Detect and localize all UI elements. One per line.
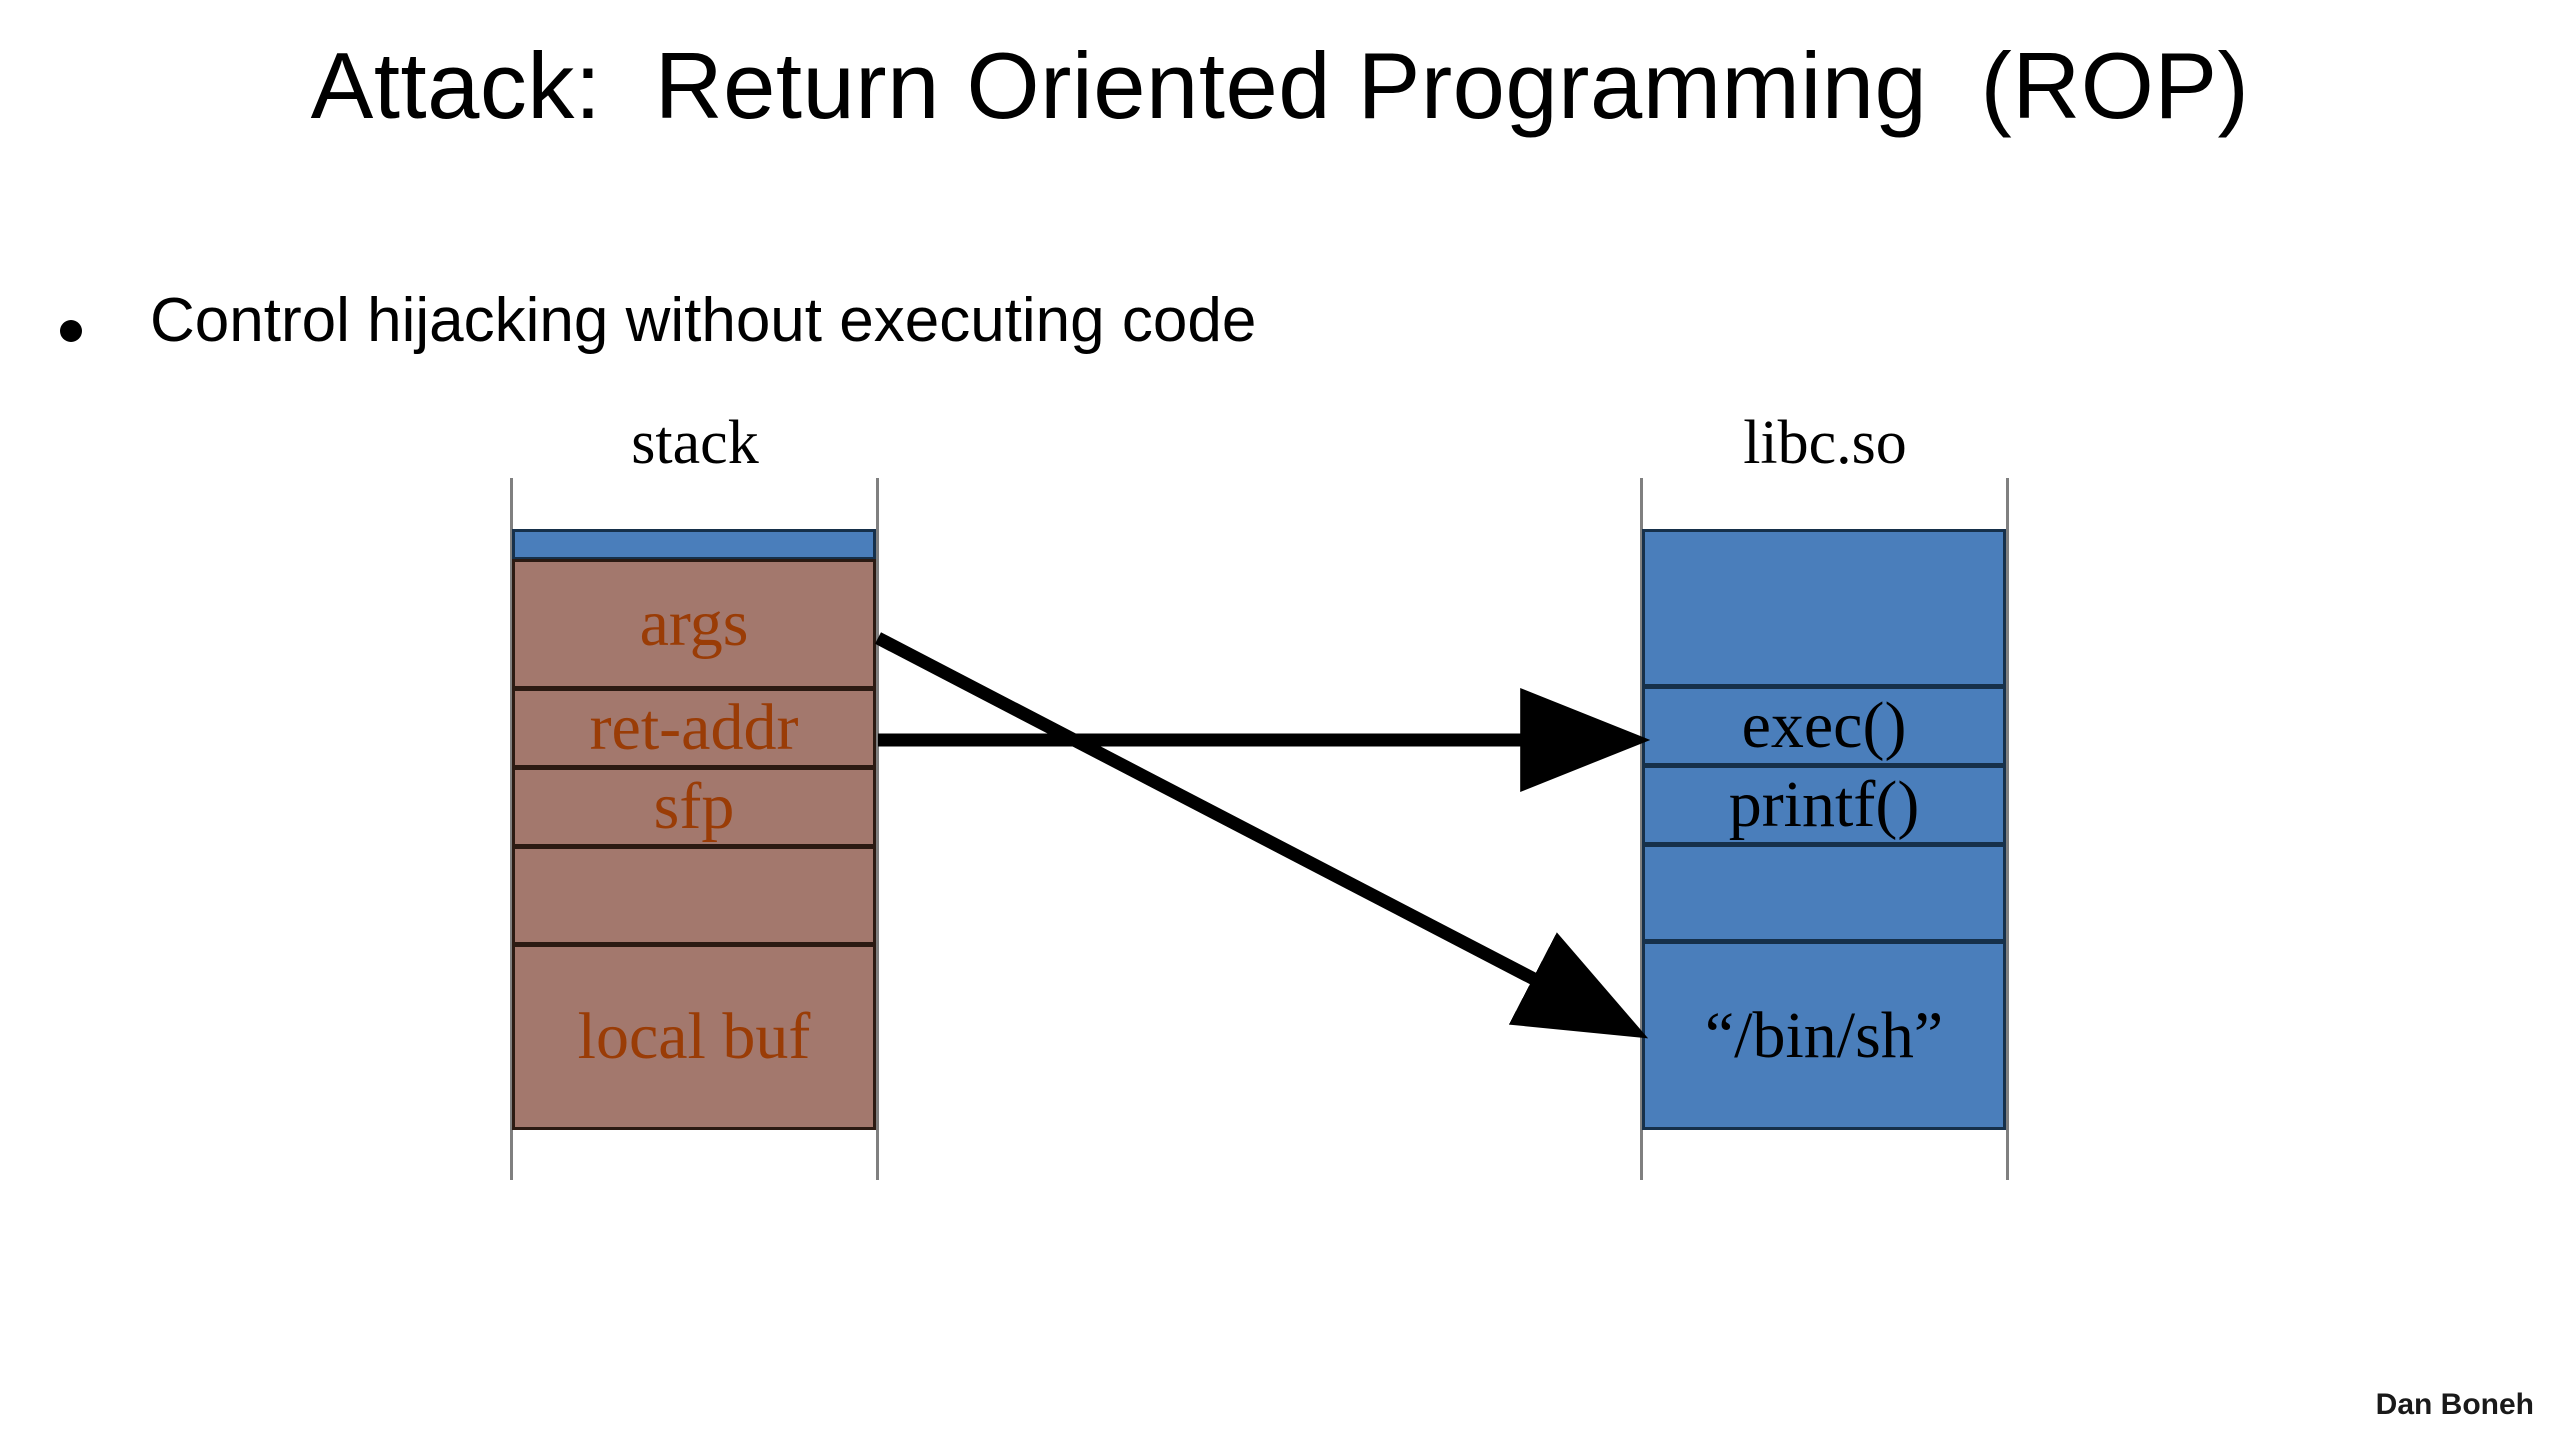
page-title: Attack: Return Oriented Programming (ROP… [310, 33, 2250, 138]
stack-block-local-buf-label: local buf [577, 1000, 811, 1073]
bullet-list: Control hijacking without executing code [60, 288, 1256, 353]
libc-block-bin-sh-label: “/bin/sh” [1704, 998, 1944, 1072]
libc-block-exec: exec() [1642, 686, 2006, 766]
stack-left-rail [510, 478, 513, 1180]
stack-block-local-buf: local buf [512, 944, 876, 1130]
stack-block-args: args [512, 559, 876, 689]
libc-block-exec-label: exec() [1741, 689, 1907, 762]
bullet-item-text: Control hijacking without executing code [150, 286, 1257, 355]
stack-block-ret-addr: ret-addr [512, 688, 876, 768]
bullet-dot-icon [60, 320, 82, 342]
libc-right-rail [2006, 478, 2009, 1180]
libc-block-printf-label: printf() [1728, 768, 1920, 841]
stack-block-gap [512, 846, 876, 945]
stack-block-sfp-label: sfp [653, 770, 735, 843]
libc-block-printf: printf() [1642, 765, 2006, 845]
stack-block-ret-addr-label: ret-addr [589, 691, 799, 764]
stack-right-rail [876, 478, 879, 1180]
footer-credit: Dan Boneh [2375, 1388, 2534, 1421]
stack-column-label: stack [631, 409, 759, 477]
libc-block-gap [1642, 844, 2006, 942]
libc-block-bin-sh: “/bin/sh” [1642, 941, 2006, 1130]
libc-block-top-gap [1642, 529, 2006, 687]
libc-column-label: libc.so [1743, 409, 1907, 477]
stack-block-sfp: sfp [512, 767, 876, 847]
stack-block-guard-strip [512, 529, 876, 560]
libc-left-rail [1640, 478, 1643, 1180]
stack-block-args-label: args [639, 587, 749, 660]
arrow-args-to-binsh [875, 632, 1649, 1039]
